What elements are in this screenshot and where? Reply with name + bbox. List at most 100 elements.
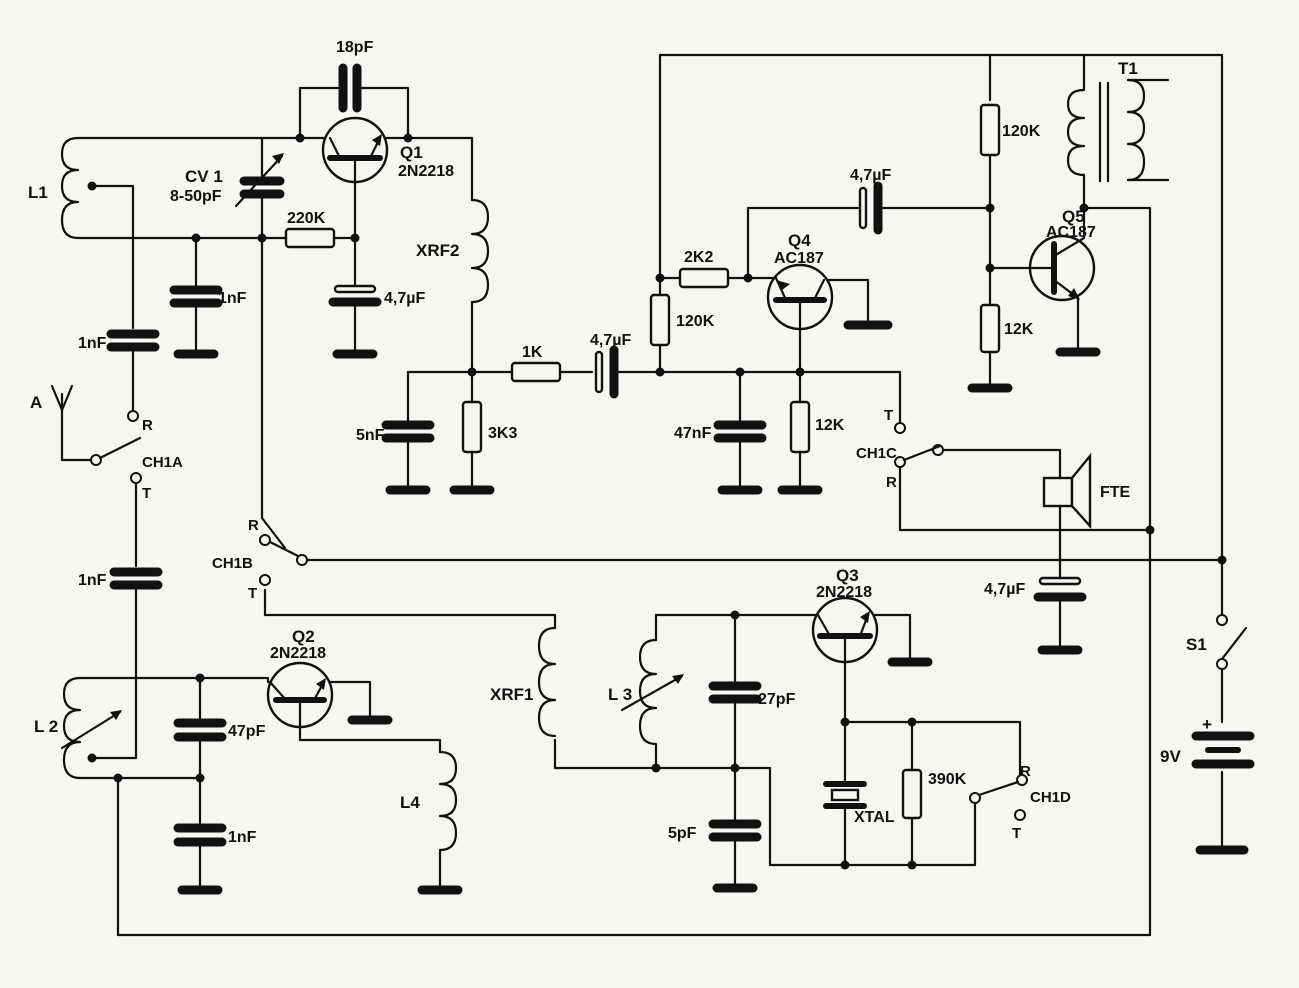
label-ch1c: CH1C [856,445,897,462]
resistor-12k-q5 [979,303,1001,354]
label-27pf: 27pF [758,691,796,708]
label-l2: L 2 [34,717,58,736]
switch-ch1a [90,410,142,484]
inductor-l1 [60,136,80,240]
label-120k-q4: 120K [676,313,715,330]
transformer-t1 [1066,78,1146,182]
transistor-q5 [1028,234,1096,302]
resistor-120k-q5 [979,103,1001,157]
label-xrf2: XRF2 [416,241,459,260]
label-xtal: XTAL [854,809,895,826]
label-battery: 9V [1160,747,1181,766]
capacitor-1nf-antenna [106,329,160,352]
label-47nf: 47nF [674,425,712,442]
resistor-12k-q4 [789,400,811,454]
inductor-xrf1 [537,626,557,738]
label-cv1-value: 8-50pF [170,188,222,205]
label-ch1a-r: R [142,417,153,434]
label-4u7-speaker: 4,7µF [984,581,1025,598]
capacitor-47pf [173,718,227,742]
label-q3: Q3 [836,566,859,585]
electrolytic-capacitor-q1-base [328,284,382,307]
component-labels: L1 CV 1 8-50pF 18pF Q1 2N2218 220K 1nF 4… [28,39,1212,846]
label-4u7-top: 4,7µF [850,167,891,184]
capacitor-5nf [381,420,435,443]
label-390k: 390K [928,771,967,788]
resistor-120k-q4 [649,293,671,347]
transistor-q1 [321,116,389,184]
label-t1: T1 [1118,59,1138,78]
inductor-xrf2 [470,198,490,304]
label-s1: S1 [1186,635,1207,654]
ground-symbols [173,320,1249,895]
transistor-q3 [811,596,879,664]
inductor-l3 [620,638,684,746]
label-q5: Q5 [1062,207,1085,226]
label-12k-q5: 12K [1004,321,1034,338]
switch-s1 [1216,614,1248,670]
variable-capacitor-cv1 [234,153,285,208]
label-xrf1: XRF1 [490,685,533,704]
label-ch1a: CH1A [142,454,183,471]
inductor-l2 [60,676,122,780]
junction-dots [87,133,1227,870]
label-12k-q4: 12K [815,417,845,434]
electrolytic-capacitor-after-1k [594,345,619,399]
label-l1: L1 [28,183,48,202]
electrolytic-capacitor-speaker [1033,576,1087,602]
label-q1-type: 2N2218 [398,163,454,180]
label-ch1c-t: T [884,407,893,424]
label-ch1a-t: T [142,485,151,502]
inductor-l4 [438,750,458,852]
resistor-1k [510,361,562,383]
label-1nf-antenna: 1nF [78,335,107,352]
label-q5-type: AC187 [1046,224,1096,241]
label-q2-type: 2N2218 [270,645,326,662]
label-ch1c-r: R [886,474,897,491]
capacitor-5pf [708,819,762,842]
label-ch1b: CH1B [212,555,253,572]
label-18pf: 18pF [336,39,374,56]
label-2k2: 2K2 [684,249,713,266]
label-q3-type: 2N2218 [816,584,872,601]
resistor-2k2 [678,267,730,289]
resistor-220k [284,227,336,249]
label-battery-plus: + [1202,715,1212,734]
switch-ch1d [969,774,1028,821]
switch-ch1b [259,534,308,586]
label-antenna-a: A [30,393,42,412]
label-1nf-q2: 1nF [228,829,257,846]
capacitor-27pf [708,681,762,704]
label-l4: L4 [400,793,420,812]
resistor-3k3 [461,400,483,454]
label-ch1d-t: T [1012,825,1021,842]
label-q2: Q2 [292,627,315,646]
label-ch1d: CH1D [1030,789,1071,806]
capacitor-47nf [713,420,767,443]
capacitor-1nf-l1 [169,285,223,308]
electrolytic-capacitor-top [858,181,883,235]
crystal-xtal [823,781,867,809]
transistor-q2 [266,661,334,732]
label-q4-type: AC187 [774,250,824,267]
label-5pf: 5pF [668,825,697,842]
label-ch1b-t: T [248,585,257,602]
label-q4: Q4 [788,231,811,250]
switch-ch1c [894,422,944,468]
label-3k3: 3K3 [488,425,517,442]
transistor-q4 [766,263,834,347]
label-47pf: 47pF [228,723,266,740]
label-220k: 220K [287,210,326,227]
label-120k-q5: 120K [1002,123,1041,140]
capacitor-1nf-ch1a [109,567,163,590]
label-ch1d-r: R [1020,763,1031,780]
label-l3: L 3 [608,685,632,704]
label-4u7-q1: 4,7µF [384,290,425,307]
battery-icon [1191,731,1255,769]
resistor-390k [901,768,923,820]
speaker-icon [1042,452,1092,530]
label-4u7-1k: 4,7µF [590,332,631,349]
label-1nf-ch1a: 1nF [78,572,107,589]
label-1nf-l1: 1nF [218,290,247,307]
